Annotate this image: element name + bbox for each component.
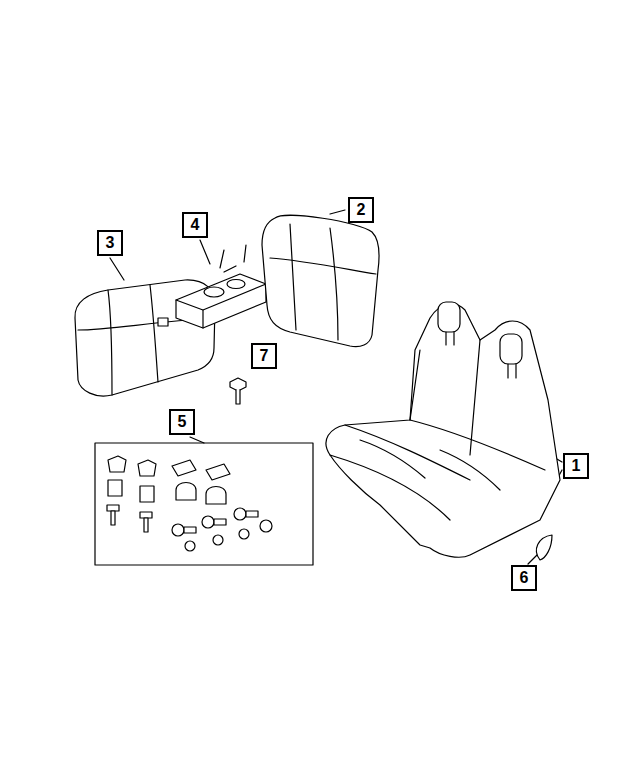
callout-number: 5	[178, 414, 187, 430]
callout-box: 3	[97, 230, 123, 256]
armrest	[176, 245, 266, 328]
callout-box: 2	[348, 197, 374, 223]
callout-number: 3	[106, 235, 115, 251]
trim-cover	[536, 535, 552, 560]
callout-box: 1	[563, 453, 589, 479]
callout-box: 4	[182, 212, 208, 238]
seat-back	[262, 215, 379, 346]
callout-number: 2	[357, 202, 366, 218]
callout-box: 7	[251, 343, 277, 369]
bench-seat	[326, 302, 560, 557]
hardware-kit	[95, 443, 313, 565]
callout-number: 6	[520, 570, 529, 586]
bolt	[230, 378, 246, 404]
callout-number: 1	[572, 458, 581, 474]
leader-lines	[110, 210, 562, 564]
callout-box: 6	[511, 565, 537, 591]
callout-number: 4	[191, 217, 200, 233]
callout-number: 7	[260, 348, 269, 364]
callout-box: 5	[169, 409, 195, 435]
